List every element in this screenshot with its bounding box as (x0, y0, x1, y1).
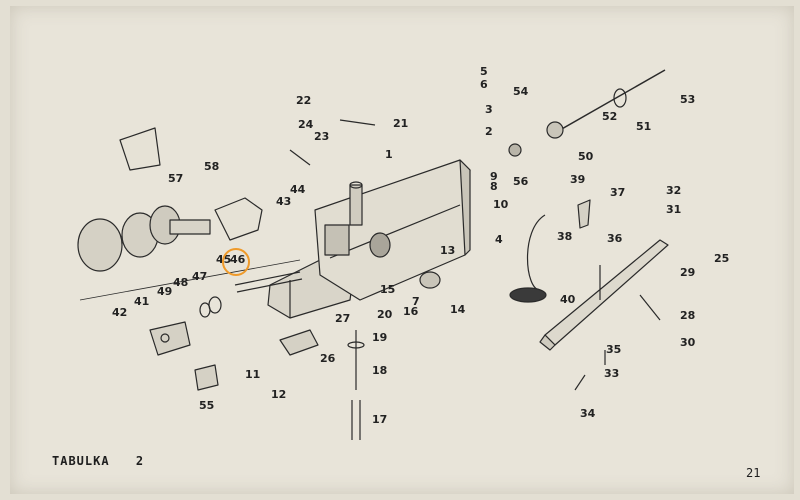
callout-6: 6 (480, 78, 488, 91)
callout-53: 53 (680, 93, 695, 106)
callout-54: 54 (513, 85, 529, 98)
callout-17: 17 (372, 413, 387, 426)
drawbar-drawing (539, 239, 669, 351)
callout-38: 38 (557, 230, 572, 243)
small-parts-drawing (289, 119, 606, 391)
callout-35: 35 (606, 343, 621, 356)
callout-49: 49 (157, 285, 172, 298)
callout-52: 52 (602, 110, 617, 123)
callout-16: 16 (403, 305, 419, 318)
callout-14: 14 (450, 303, 466, 316)
callout-39: 39 (570, 173, 585, 186)
callout-30: 30 (680, 336, 696, 349)
callout-19: 19 (372, 331, 387, 344)
callout-21: 21 (393, 117, 408, 130)
callout-15: 15 (380, 283, 395, 296)
callout-50: 50 (578, 150, 594, 163)
callout-22: 22 (296, 94, 311, 107)
guard-drawing (119, 127, 263, 241)
pto-coupling-drawing (77, 205, 211, 272)
highlight-circle (222, 248, 250, 276)
shaft-drawing (79, 259, 303, 318)
callout-20: 20 (377, 308, 393, 321)
callout-24: 24 (298, 118, 314, 131)
callout-8: 8 (490, 180, 498, 193)
bracket-drawing (149, 321, 319, 391)
callout-47: 47 (192, 270, 207, 283)
callout-9: 9 (490, 170, 498, 183)
callout-23: 23 (314, 130, 329, 143)
callout-55: 55 (199, 399, 214, 412)
callout-11: 11 (245, 368, 260, 381)
callout-44: 44 (290, 183, 306, 196)
callout-12: 12 (271, 388, 286, 401)
cable-drawing (509, 199, 591, 303)
callout-2: 2 (485, 125, 493, 138)
callout-36: 36 (607, 232, 623, 245)
callout-3: 3 (485, 103, 493, 116)
callout-5: 5 (480, 65, 488, 78)
callout-56: 56 (513, 175, 529, 188)
callout-51: 51 (636, 120, 651, 133)
callout-31: 31 (666, 203, 681, 216)
main-frame-drawing (267, 159, 471, 319)
callout-34: 34 (580, 407, 596, 420)
callout-26: 26 (320, 352, 336, 365)
callout-32: 32 (666, 184, 681, 197)
callout-28: 28 (680, 309, 695, 322)
table-caption: TABULKA 2 (52, 454, 162, 468)
callout-57: 57 (168, 172, 183, 185)
table-number: 2 (135, 454, 145, 468)
callout-48: 48 (173, 276, 188, 289)
callout-42: 42 (112, 306, 127, 319)
callout-13: 13 (440, 244, 455, 257)
callout-29: 29 (680, 266, 695, 279)
callout-40: 40 (560, 293, 576, 306)
callout-43: 43 (276, 195, 291, 208)
table-label: TABULKA (52, 454, 110, 468)
callout-4: 4 (495, 233, 503, 246)
page-number: 21 (746, 466, 761, 480)
callout-10: 10 (493, 198, 509, 211)
callout-37: 37 (610, 186, 625, 199)
callout-1: 1 (385, 148, 393, 161)
callout-33: 33 (604, 367, 619, 380)
linkage-drawing (508, 69, 666, 157)
callout-27: 27 (335, 312, 350, 325)
callout-7: 7 (412, 295, 420, 308)
spindle-drawing (347, 330, 365, 440)
callout-18: 18 (372, 364, 387, 377)
callout-41: 41 (134, 295, 149, 308)
callout-25: 25 (714, 252, 729, 265)
callout-58: 58 (204, 160, 219, 173)
